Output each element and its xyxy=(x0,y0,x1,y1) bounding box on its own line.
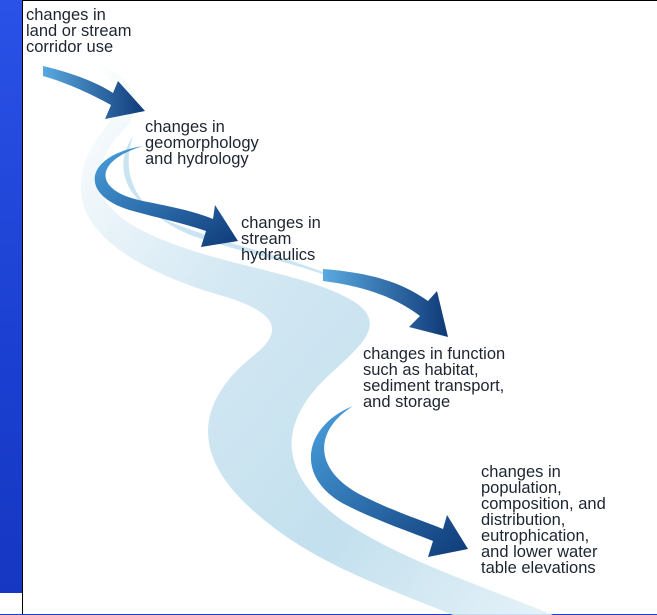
flow-arrow-2 xyxy=(94,146,238,247)
label-land-use-changes: changes in land or stream corridor use xyxy=(26,6,132,56)
label-population-changes: changes in population, composition, and … xyxy=(481,463,606,577)
flow-arrow-4 xyxy=(310,406,468,557)
diagram-panel: changes in land or stream corridor use c… xyxy=(22,0,657,615)
flow-arrow-1 xyxy=(43,66,145,119)
slide-background xyxy=(0,0,22,614)
slide-background-corner xyxy=(0,593,22,614)
label-function-changes: changes in function such as habitat, sed… xyxy=(363,345,506,411)
label-geomorphology-changes: changes in geomorphology and hydrology xyxy=(145,118,259,168)
label-hydraulics-changes: changes in stream hydraulics xyxy=(241,214,321,264)
river-diagram xyxy=(43,61,553,615)
river-band xyxy=(80,61,553,615)
flow-arrow-3 xyxy=(323,269,448,337)
